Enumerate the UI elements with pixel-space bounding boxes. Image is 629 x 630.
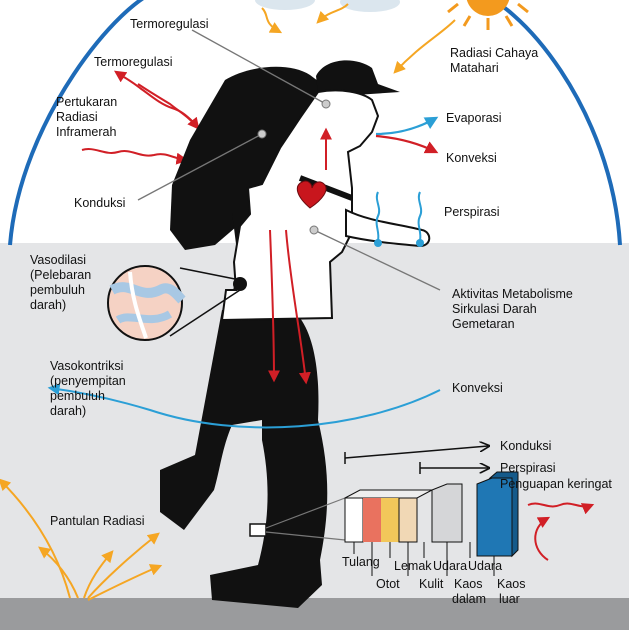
label-evaporasi: Evaporasi	[446, 111, 502, 125]
label-vasodilasi-3: pembuluh	[30, 283, 85, 297]
atmosphere-dome	[8, 0, 622, 246]
label-vasokontriksi-1: Vasokontriksi	[50, 359, 123, 373]
label-radiasi-2: Matahari	[450, 61, 499, 75]
backpack	[170, 66, 330, 251]
conduction-arrow	[344, 446, 488, 459]
label-pertukaran-1: Pertukaran	[56, 95, 117, 109]
cap	[316, 60, 400, 96]
label-konduksi-left: Konduksi	[74, 196, 125, 210]
evaporation-arrow	[375, 116, 439, 136]
layer-leader-ticks	[353, 542, 495, 576]
pointer-dot	[309, 225, 319, 235]
evaporation-wave-arrow	[527, 502, 595, 515]
label-udara-1: Udara	[433, 559, 467, 573]
cloud-icon	[255, 0, 400, 12]
label-vasokontriksi-3: pembuluh	[50, 389, 105, 403]
label-vasodilasi-1: Vasodilasi	[30, 253, 86, 267]
label-kaos-dalam-1: Kaos	[454, 577, 483, 591]
label-termoregulasi-top: Termoregulasi	[130, 17, 209, 31]
layer-sample-marker	[249, 523, 267, 537]
vessel-magnifier	[107, 265, 247, 341]
label-pertukaran-3: Inframerah	[56, 125, 116, 139]
label-otot: Otot	[376, 577, 400, 591]
layer-muscle	[363, 498, 381, 542]
label-kaos-luar-2: luar	[499, 592, 520, 606]
pointer-line	[265, 497, 346, 529]
reflected-radiation-arrows	[0, 478, 163, 601]
sun-ray-arrow	[393, 19, 456, 74]
infrared-lower-arrow	[81, 148, 189, 165]
label-aktivitas-1: Aktivitas Metabolisme	[452, 287, 573, 301]
layer-fat	[381, 498, 399, 542]
label-aktivitas-3: Gemetaran	[452, 317, 515, 331]
label-konduksi-right: Konduksi	[500, 439, 551, 453]
body-outline	[220, 89, 380, 322]
vasoconstriction-arrow	[47, 383, 441, 429]
label-tulang: Tulang	[342, 555, 380, 569]
pointer-line	[313, 229, 441, 291]
label-kulit: Kulit	[419, 577, 444, 591]
label-aktivitas-2: Sirkulasi Darah	[452, 302, 537, 316]
sun-ray-arrow	[261, 7, 283, 34]
pointer-line	[265, 531, 346, 541]
blood-flow-arrow	[267, 229, 280, 383]
sun-icon	[447, 0, 529, 30]
pointer-line	[191, 29, 327, 105]
layer-skin	[398, 497, 418, 543]
label-konveksi-mid: Konveksi	[452, 381, 503, 395]
convection-top-arrow	[375, 134, 439, 154]
label-termoregulasi-left: Termoregulasi	[94, 55, 173, 69]
label-vasodilasi-4: darah)	[30, 298, 66, 312]
sweat-drops-icon	[374, 191, 424, 247]
label-udara-2: Udara	[468, 559, 502, 573]
layer-bone	[344, 497, 364, 543]
label-lemak: Lemak	[394, 559, 432, 573]
pointer-dot	[321, 99, 331, 109]
layer-inner-shirt	[431, 483, 463, 543]
floor-band	[0, 598, 629, 630]
pointer-line	[137, 133, 263, 201]
blood-flow-arrow	[285, 229, 311, 385]
sun-ray-arrow	[316, 3, 349, 24]
pointer-dot	[257, 129, 267, 139]
heart-icon	[296, 180, 327, 209]
label-kaos-luar-1: Kaos	[497, 577, 526, 591]
label-vasodilasi-2: (Pelebaran	[30, 268, 91, 282]
return-heat-arrow	[534, 516, 551, 561]
label-pertukaran-2: Radiasi	[56, 110, 98, 124]
label-kaos-dalam-2: dalam	[452, 592, 486, 606]
label-vasokontriksi-2: (penyempitan	[50, 374, 126, 388]
infrared-in-arrow	[137, 83, 200, 130]
label-radiasi-1: Radiasi Cahaya	[450, 46, 538, 60]
label-perspirasi-right: Perspirasi	[500, 461, 556, 475]
label-pantulan: Pantulan Radiasi	[50, 514, 145, 528]
label-perspirasi-top: Perspirasi	[444, 205, 500, 219]
label-konveksi-top: Konveksi	[446, 151, 497, 165]
label-penguapan: Penguapan keringat	[500, 477, 612, 491]
label-vasokontriksi-4: darah)	[50, 404, 86, 418]
